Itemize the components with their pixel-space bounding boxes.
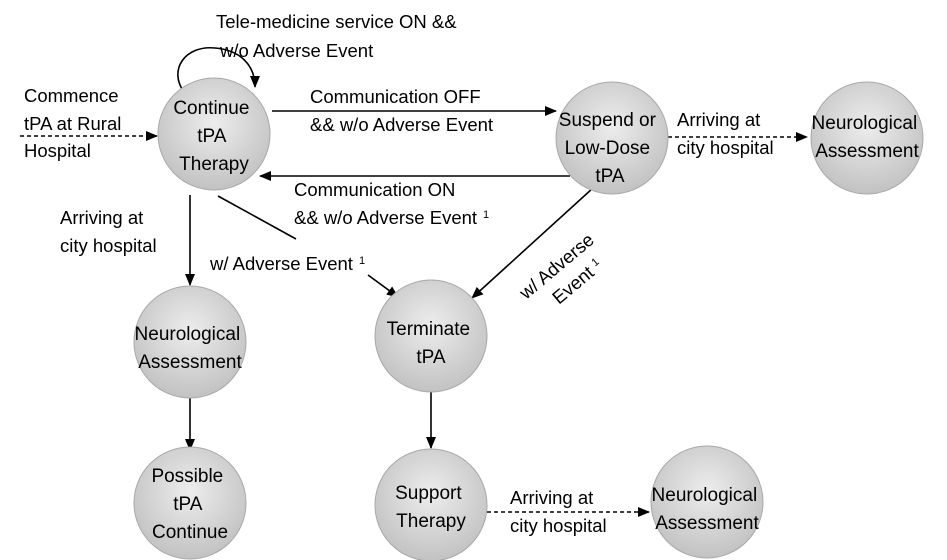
node-neuro-bottom-label: Neurological Assessment [652,485,763,534]
label-arriving-right: Arriving at city hospital [677,109,774,158]
node-possible-continue: Possible tPA Continue [133,446,247,560]
node-neuro-right: Neurological Assessment [810,81,924,195]
node-neuro-right-label: Neurological Assessment [812,113,923,162]
node-continue-tpa: Continue tPA Therapy [157,77,271,191]
svg-text:w/ Adverse Event1: w/ Adverse Event1 [514,226,618,323]
self-loop-edge [177,47,260,93]
label-self-loop: Tele-medicine service ON && w/o Adverse … [216,11,462,61]
label-adverse-right: w/ Adverse Event1 [514,226,618,323]
node-continue-label: Continue tPA Therapy [173,98,254,175]
node-terminate-tpa: Terminate tPA [374,279,488,393]
label-arriving-bottom: Arriving at city hospital [510,487,607,536]
node-terminate-label: Terminate tPA [387,319,476,368]
label-arriving-left: Arriving at city hospital [60,207,157,256]
node-neuro-bottom: Neurological Assessment [650,445,764,559]
node-neuro-left: Neurological Assessment [133,285,247,399]
node-support-label: Support Therapy [395,483,467,532]
adverse-mid-edge-b [367,274,399,298]
node-neuro-left-label: Neurological Assessment [135,324,246,373]
adverse-mid-edge-a [217,195,297,240]
node-possible-label: Possible tPA Continue [151,466,228,543]
node-support-therapy: Support Therapy [374,448,488,560]
node-suspend-low-dose: Suspend or Low-Dose tPA [555,81,669,195]
label-commence: Commence tPA at Rural Hospital [24,85,126,161]
node-suspend-label: Suspend or Low-Dose tPA [559,110,661,187]
label-comm-off: Communication OFF && w/o Adverse Event [310,86,493,135]
adverse-right-edge [471,187,594,299]
